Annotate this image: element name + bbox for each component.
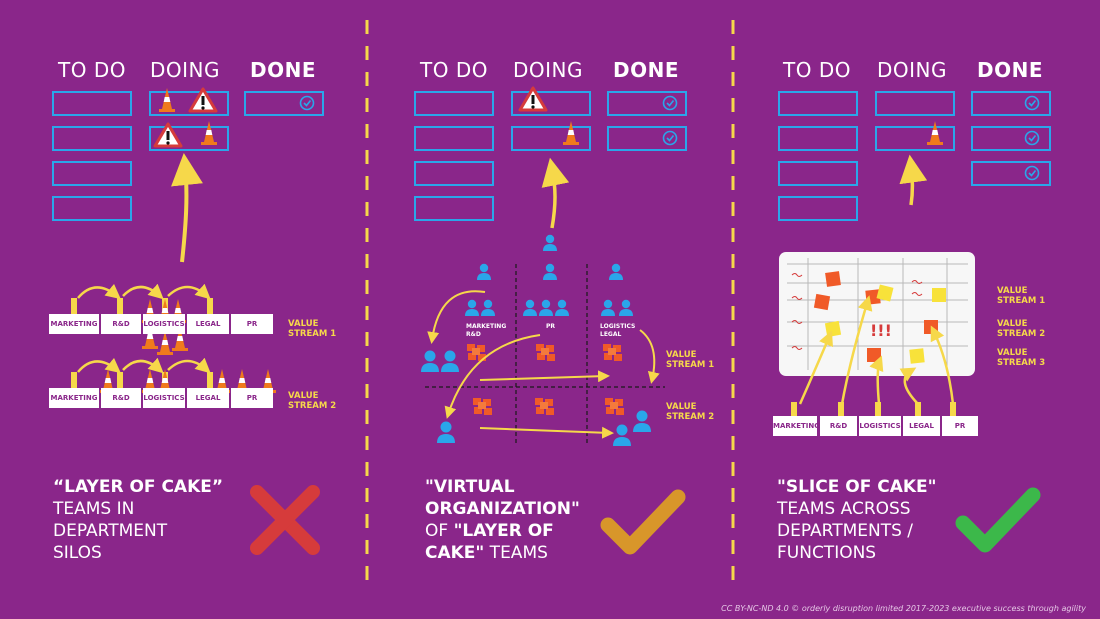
p1-r1-dept-rnd: R&D [101, 314, 141, 334]
p1-value-stream-2: VALUE STREAM 2 [288, 391, 336, 411]
p1-value-stream-1: VALUE STREAM 1 [288, 319, 336, 339]
p2-caption-line2: ORGANIZATION" [425, 499, 580, 519]
p3-value-stream-2: VALUE STREAM 2 [997, 319, 1045, 339]
p1-caption: “LAYER OF CAKE” TEAMS IN DEPARTMENT SILO… [53, 476, 223, 564]
panel3-board [779, 92, 1050, 220]
p1-r2-dept-legal: LEGAL [187, 388, 229, 408]
p3-dept-pr: PR [942, 416, 978, 436]
p1-r1-dept-marketing: MARKETING [49, 314, 99, 334]
p1-r1-dept-pr: PR [231, 314, 273, 334]
p2-value-stream-1: VALUE STREAM 1 [666, 350, 714, 370]
board-exclamations: !!! [870, 321, 892, 340]
p1-r2-dept-logistics: LOGISTICS [143, 388, 185, 408]
p1-r1-dept-legal: LEGAL [187, 314, 229, 334]
p3-value-stream-1: VALUE STREAM 1 [997, 286, 1045, 306]
p2-group-pr: PR [546, 323, 555, 331]
p2-caption-line3-plain: OF [425, 521, 454, 541]
p3-caption: "SLICE OF CAKE" TEAMS ACROSS DEPARTMENTS… [777, 476, 937, 564]
p1-r2-dept-rnd: R&D [101, 388, 141, 408]
p2-caption: "VIRTUAL ORGANIZATION" OF "LAYER OF CAKE… [425, 476, 580, 564]
p3-dept-legal: LEGAL [903, 416, 940, 436]
p3-dept-logistics: LOGISTICS [859, 416, 901, 436]
p2-group-logistics-legal: LOGISTICS LEGAL [600, 323, 635, 339]
cross-icon [257, 492, 313, 548]
p3-caption-title: "SLICE OF CAKE" [777, 477, 937, 497]
p1-caption-body: TEAMS IN DEPARTMENT SILOS [53, 499, 167, 563]
p2-value-stream-2: VALUE STREAM 2 [666, 402, 714, 422]
p1-r2-dept-pr: PR [231, 388, 273, 408]
p2-group-marketing-rnd: MARKETING R&D [466, 323, 506, 339]
p1-r1-dept-logistics: LOGISTICS [143, 314, 185, 334]
panel2-board [415, 92, 686, 220]
p3-value-stream-3: VALUE STREAM 3 [997, 348, 1045, 368]
p3-caption-body: TEAMS ACROSS DEPARTMENTS / FUNCTIONS [777, 499, 913, 563]
check-icon-amber [608, 497, 678, 547]
check-icon-green [963, 495, 1033, 545]
p3-dept-marketing: MARKETING [773, 416, 817, 436]
p2-caption-line1: "VIRTUAL [425, 477, 515, 497]
p2-caption-line4-plain: TEAMS [484, 543, 548, 563]
p2-caption-line4-bold: CAKE" [425, 543, 484, 563]
p2-caption-line3-bold: "LAYER OF [454, 521, 554, 541]
p1-r2-dept-marketing: MARKETING [49, 388, 99, 408]
license-footer: CC BY-NC-ND 4.0 © orderly disruption lim… [721, 604, 1086, 613]
p1-caption-title: “LAYER OF CAKE” [53, 477, 223, 497]
p3-dept-rnd: R&D [820, 416, 857, 436]
